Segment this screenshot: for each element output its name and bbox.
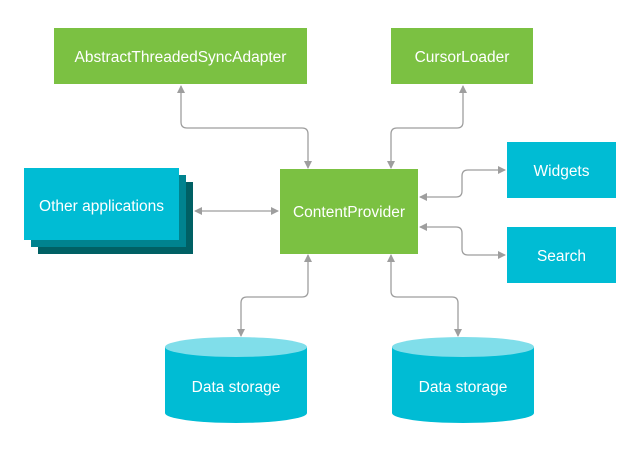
sync-adapter-node: AbstractThreadedSyncAdapter bbox=[54, 28, 307, 84]
search-box bbox=[507, 227, 616, 283]
content-provider-label: ContentProvider bbox=[293, 204, 405, 221]
widgets-node: Widgets bbox=[507, 142, 616, 198]
storage-right-cylinder-top bbox=[392, 337, 534, 357]
connector-widgets bbox=[419, 166, 506, 201]
other-apps-node: Other applications bbox=[24, 168, 193, 254]
cursor-loader-node: CursorLoader bbox=[391, 28, 533, 84]
connector-cursor-loader bbox=[387, 85, 467, 169]
connector-storage-right bbox=[387, 254, 462, 337]
connector-sync-adapter bbox=[177, 85, 312, 169]
other-apps-label: Other applications bbox=[39, 198, 164, 215]
widgets-label: Widgets bbox=[534, 163, 590, 180]
storage-right-label: Data storage bbox=[419, 379, 508, 396]
cursor-loader-label: CursorLoader bbox=[415, 49, 510, 66]
storage-left-label: Data storage bbox=[192, 379, 281, 396]
connector-storage-left bbox=[237, 254, 312, 337]
sync-adapter-box bbox=[54, 28, 307, 84]
content-provider-box bbox=[280, 169, 418, 254]
sync-adapter-label: AbstractThreadedSyncAdapter bbox=[75, 49, 287, 66]
connectors bbox=[177, 85, 506, 337]
connector-search bbox=[419, 223, 506, 259]
other-apps-box bbox=[24, 168, 179, 240]
storage-left-cylinder-body bbox=[165, 347, 307, 423]
search-node: Search bbox=[507, 227, 616, 283]
search-label: Search bbox=[537, 248, 586, 265]
storage-right-node: Data storage bbox=[392, 337, 534, 423]
widgets-box bbox=[507, 142, 616, 198]
content-provider-node: ContentProvider bbox=[280, 169, 418, 254]
storage-right-cylinder-body bbox=[392, 347, 534, 423]
storage-left-node: Data storage bbox=[165, 337, 307, 423]
storage-left-cylinder-top bbox=[165, 337, 307, 357]
cursor-loader-box bbox=[391, 28, 533, 84]
